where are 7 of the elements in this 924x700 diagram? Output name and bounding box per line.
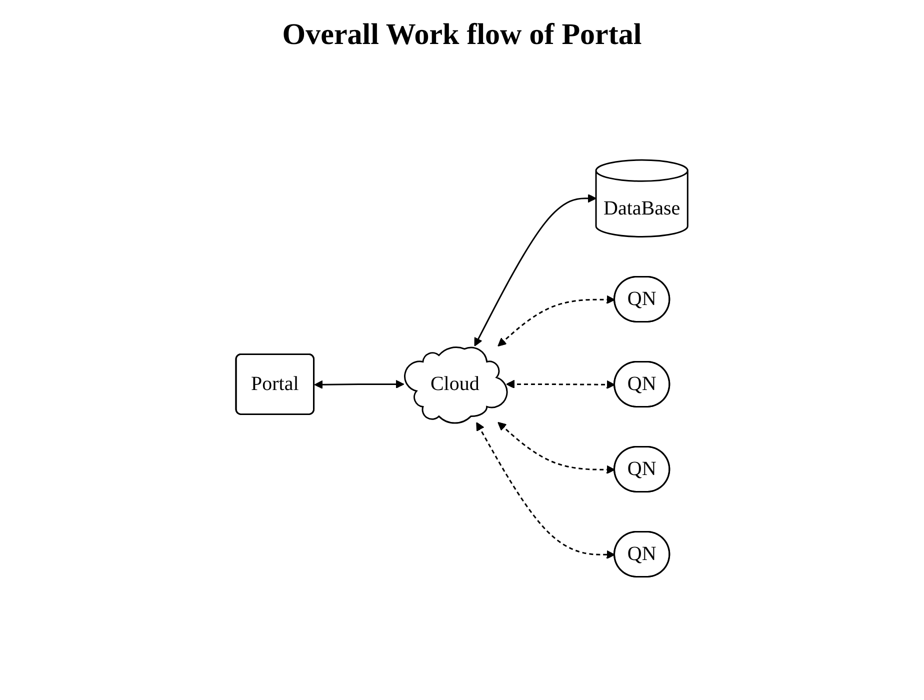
diagram-title: Overall Work flow of Portal [281,18,643,52]
arrow [476,422,616,559]
arrow [474,194,597,346]
arrow [498,294,616,346]
arrow [506,379,616,389]
arrow [498,422,616,474]
arrow [314,379,404,389]
